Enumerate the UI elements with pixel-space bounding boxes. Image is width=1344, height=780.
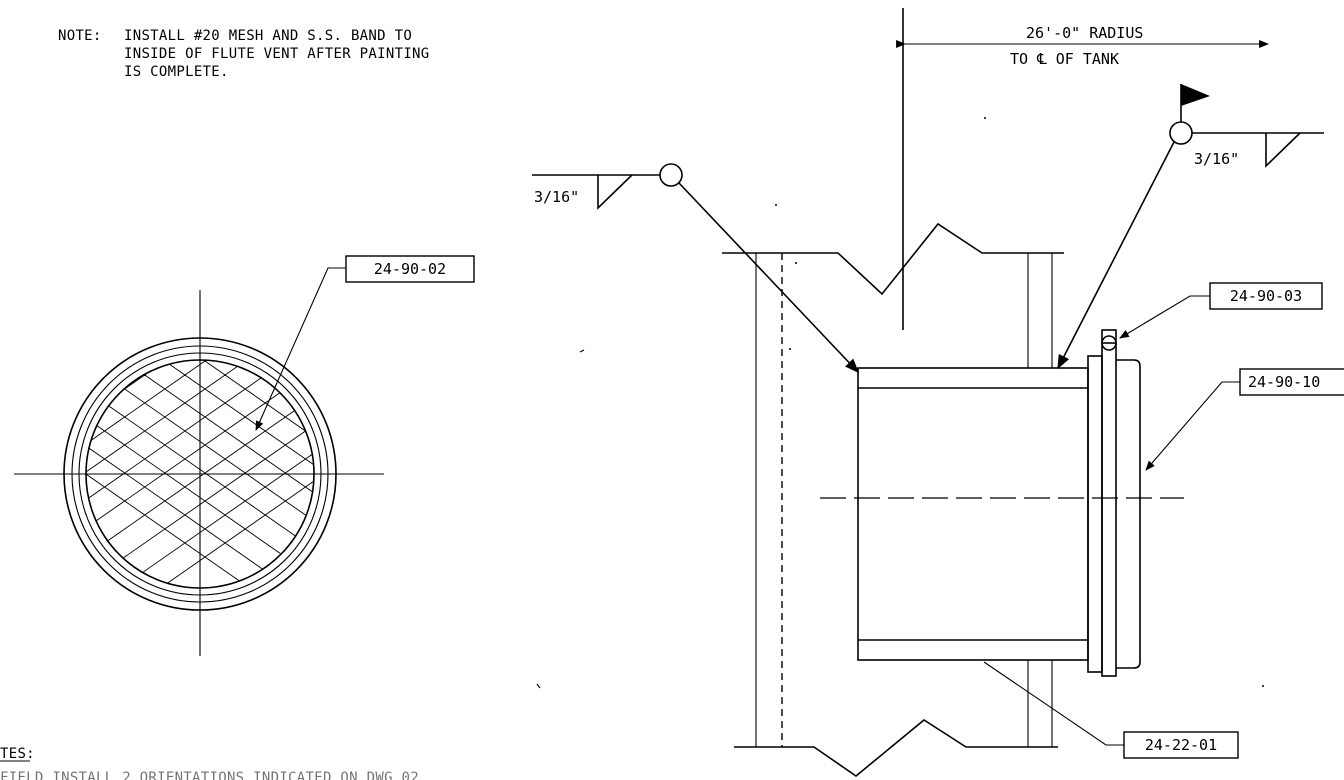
clamp-screw	[1101, 335, 1117, 351]
pipe-leader	[983, 661, 1124, 746]
right-weld-size: 3/16"	[1194, 150, 1239, 168]
scan-speck	[536, 683, 541, 689]
scan-speck	[984, 117, 986, 119]
left-weld-circle	[659, 163, 683, 187]
outer-ring	[63, 337, 337, 611]
vent-pipe-body	[857, 367, 1089, 661]
ss-band	[1101, 329, 1117, 677]
clamp-tag: 24-90-03	[1230, 287, 1302, 305]
left-weld-symbol	[597, 174, 633, 210]
left-weld-size: 3/16"	[534, 188, 579, 206]
mesh-tag-box	[345, 255, 475, 283]
mesh-end-view: 24-90-02	[14, 255, 475, 656]
band-tag: 24-90-10	[1248, 373, 1320, 391]
scan-speck	[1262, 685, 1264, 687]
right-weld-arrow	[1057, 141, 1175, 370]
notes-line-1: FIELD INSTALL 2 ORIENTATIONS INDICATED O…	[0, 770, 419, 780]
footer-notes: TES: FIELD INSTALL 2 ORIENTATIONS INDICA…	[0, 746, 419, 780]
band-ring-inner	[78, 352, 322, 596]
pipe-tag-box	[1123, 731, 1239, 759]
scan-speck	[789, 348, 791, 350]
mesh-crosshatch	[86, 360, 314, 588]
scan-speck	[795, 262, 797, 264]
note-line-3: IS COMPLETE.	[124, 64, 229, 80]
right-weld-circle	[1169, 121, 1193, 145]
mesh-cover	[1116, 359, 1141, 669]
band-leader	[1145, 381, 1240, 471]
wall-top-break	[722, 222, 1064, 296]
note-line-2: INSIDE OF FLUTE VENT AFTER PAINTING	[124, 46, 430, 62]
field-weld-flag	[1181, 84, 1210, 106]
note-label: NOTE:	[58, 28, 102, 44]
pipe-tag: 24-22-01	[1145, 736, 1217, 754]
clamp-tag-box	[1209, 282, 1323, 310]
installation-note: NOTE: INSTALL #20 MESH AND S.S. BAND TO …	[58, 28, 430, 80]
note-line-1: INSTALL #20 MESH AND S.S. BAND TO	[124, 28, 412, 44]
scan-speck	[579, 349, 585, 353]
radius-to-center-text: TO ℄ OF TANK	[1010, 50, 1119, 68]
right-weld-symbol	[1265, 132, 1301, 168]
clamp-leader	[1119, 295, 1210, 339]
wall-bottom-break	[734, 719, 1058, 778]
band-ring-outer	[71, 345, 329, 603]
mesh-tag: 24-90-02	[374, 260, 446, 278]
left-weld-arrow	[678, 182, 859, 374]
vent-flange	[1087, 355, 1103, 673]
band-tag-box	[1239, 368, 1344, 396]
vent-section-view: 26'-0" RADIUS TO ℄ OF TANK 3/16"	[532, 8, 1344, 778]
mesh-leader	[255, 267, 346, 431]
scan-speck	[775, 204, 777, 206]
notes-heading: TES:	[0, 746, 35, 762]
radius-dimension-text: 26'-0" RADIUS	[1026, 24, 1143, 42]
